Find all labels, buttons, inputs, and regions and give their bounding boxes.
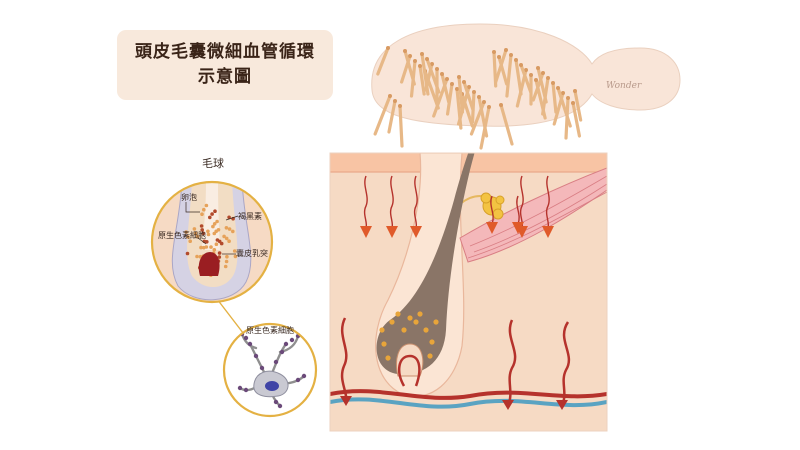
label-melanin: 褐黑素 xyxy=(238,212,262,221)
melanocyte-inset xyxy=(222,322,318,418)
flow-arrows xyxy=(360,175,554,238)
capillary-arrowheads xyxy=(340,396,568,410)
brush-brand: Wonder xyxy=(606,81,642,91)
flow-arrow xyxy=(512,195,524,234)
flow-arrow xyxy=(410,175,422,238)
flow-arrow xyxy=(386,175,398,238)
flow-arrow xyxy=(360,175,372,238)
epidermis-right xyxy=(458,153,607,172)
arrector-pili-muscle xyxy=(459,167,607,263)
capillary-arrowhead xyxy=(556,400,568,410)
label-melanocyte: 原生色素細胞 xyxy=(158,231,206,240)
dermal-papilla xyxy=(396,343,424,377)
flow-arrow xyxy=(486,195,498,234)
capillaries xyxy=(340,317,571,407)
skin-cross-section xyxy=(330,153,607,431)
brush-bristles xyxy=(373,46,583,150)
melanocyte-nucleus xyxy=(265,381,279,391)
sebaceous-gland xyxy=(459,192,505,220)
hair-brush-illustration: Wonder xyxy=(371,23,681,150)
flow-arrow xyxy=(542,175,554,238)
title-line-2: 示意圖 xyxy=(198,67,252,87)
cell-inset-label: 原生色素細胞 xyxy=(246,326,294,335)
title-line-1: 頭皮毛囊微細血管循環 xyxy=(135,42,315,62)
hair-bulb-inset xyxy=(150,180,274,343)
epidermis-left xyxy=(330,153,428,172)
inset-papilla xyxy=(198,252,220,276)
capillary-loop xyxy=(397,354,421,387)
label-papilla: 囊皮乳突 xyxy=(236,249,268,258)
hair-shaft xyxy=(376,153,475,375)
capillary-arrowhead xyxy=(340,396,352,406)
bulb-inset-heading: 毛球 xyxy=(202,157,224,170)
melanin-granules xyxy=(379,311,439,361)
title-box: 頭皮毛囊微細血管循環 示意圖 xyxy=(117,30,333,100)
label-follicle: 卵泡 xyxy=(181,193,197,202)
capillary-arrowhead xyxy=(502,400,514,410)
